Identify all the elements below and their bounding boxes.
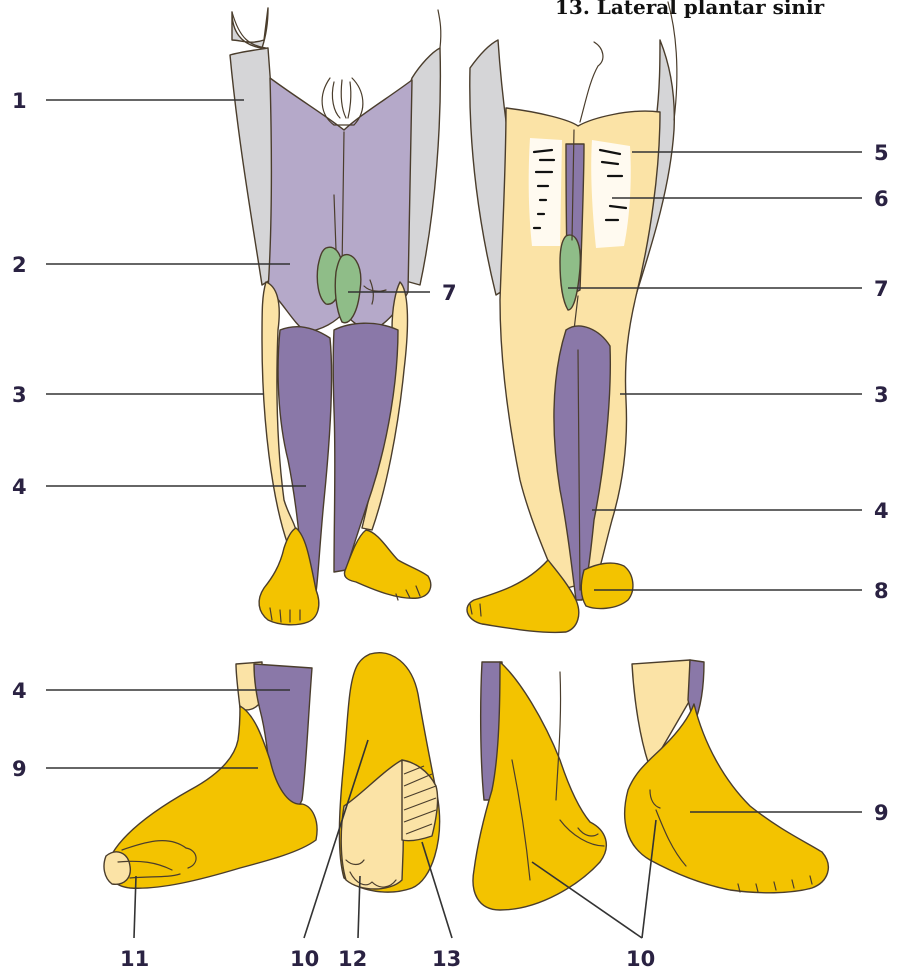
label-7-center: 7 <box>442 281 457 305</box>
label-2: 2 <box>12 253 27 277</box>
foot-posterior-view <box>473 662 606 910</box>
anterior-foot-yellow-right <box>344 530 430 598</box>
foot-lateral-view <box>625 660 829 893</box>
posterior-legs-view <box>467 2 677 632</box>
label-6: 6 <box>874 187 889 211</box>
label-9-left: 9 <box>12 757 27 781</box>
label-8: 8 <box>874 579 889 603</box>
label-3-right: 3 <box>874 383 889 407</box>
label-11: 11 <box>120 947 149 971</box>
posterior-foot-yellow-right <box>581 563 633 608</box>
label-4-foot: 4 <box>12 679 27 703</box>
posterior-white-patch-left <box>529 138 562 246</box>
label-5: 5 <box>874 141 889 165</box>
foot-medial-view <box>104 662 317 888</box>
foot1-pale-big-toe <box>104 852 130 884</box>
label-13: 13 <box>432 947 461 971</box>
label-4-right: 4 <box>874 499 889 523</box>
label-9-right: 9 <box>874 801 889 825</box>
label-12: 12 <box>338 947 367 971</box>
label-10-a: 10 <box>290 947 319 971</box>
foot-plantar-view <box>339 653 439 892</box>
label-1: 1 <box>12 89 27 113</box>
label-7-right: 7 <box>874 277 889 301</box>
label-3-left: 3 <box>12 383 27 407</box>
label-10-b: 10 <box>626 947 655 971</box>
label-4-left: 4 <box>12 475 27 499</box>
diagram-title: 13. Lateral plantar sinir <box>555 0 825 19</box>
anterior-legs-view <box>230 8 441 625</box>
posterior-white-patch-right <box>591 140 631 248</box>
